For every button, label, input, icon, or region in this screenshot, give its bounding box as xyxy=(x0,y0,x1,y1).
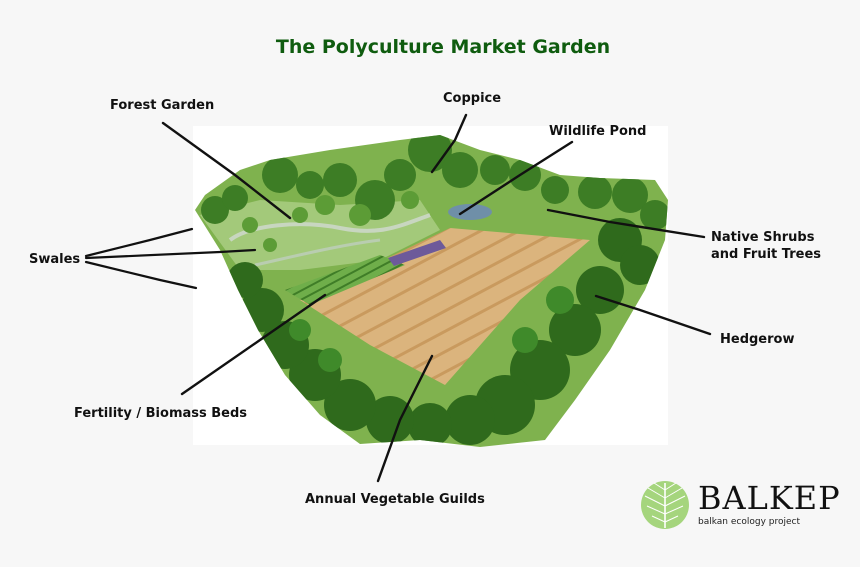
logo-subtitle: balkan ecology project xyxy=(698,517,800,527)
label-native-shrubs-line1: Native Shrubs xyxy=(711,230,815,245)
garden-scene xyxy=(195,135,668,447)
fertility-beds xyxy=(285,255,405,305)
label-forest-garden: Forest Garden xyxy=(110,98,215,113)
leaf-logo-icon xyxy=(641,481,689,529)
label-swales: Swales xyxy=(29,252,81,267)
label-coppice: Coppice xyxy=(443,91,502,106)
label-fertility-biomass-beds: Fertility / Biomass Beds xyxy=(74,406,248,421)
balkep-logo: BALKEP balkan ecology project xyxy=(640,480,840,532)
label-native-shrubs: Native Shrubs and Fruit Trees xyxy=(711,229,821,263)
label-hedgerow: Hedgerow xyxy=(720,332,795,347)
label-native-shrubs-line2: and Fruit Trees xyxy=(711,247,821,262)
diagram-title: The Polyculture Market Garden xyxy=(275,36,611,58)
label-wildlife-pond: Wildlife Pond xyxy=(549,124,647,139)
callout-lines xyxy=(84,113,712,483)
label-annual-vegetable-guilds: Annual Vegetable Guilds xyxy=(305,492,485,507)
pond-shape xyxy=(448,204,492,220)
logo-wordmark: BALKEP xyxy=(698,479,841,517)
